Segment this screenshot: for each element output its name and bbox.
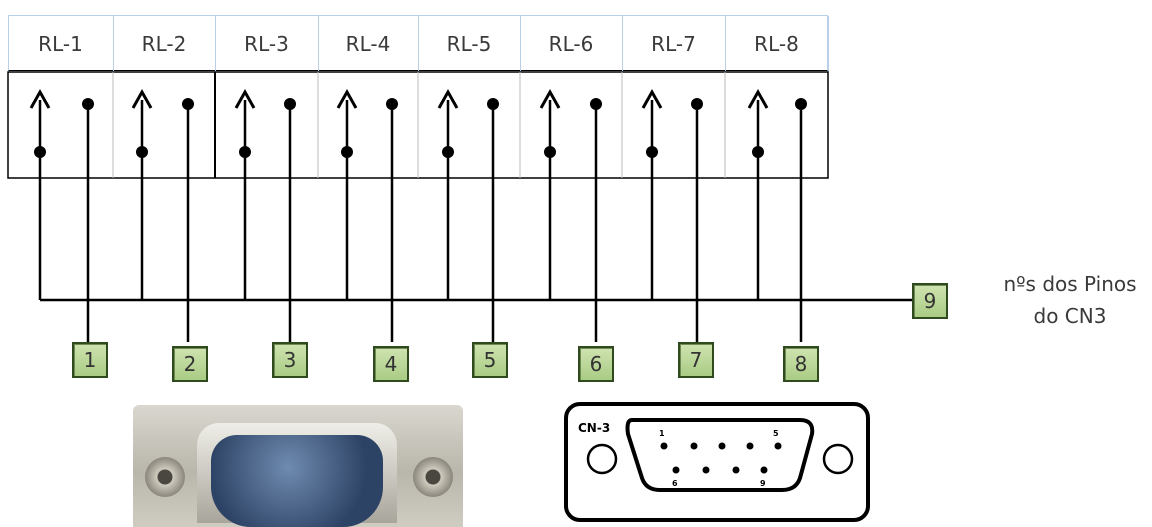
- cn3-d-shell: [625, 418, 815, 492]
- pin-box-common-label: 9: [923, 289, 937, 313]
- common-dot-7: [646, 146, 658, 158]
- contact-arrow-2: [131, 88, 153, 109]
- contact-arrow-1: [29, 88, 51, 109]
- photo-screw-right: [413, 457, 453, 497]
- relay-label-7: RL-7: [622, 16, 726, 72]
- cn3-outline: [564, 402, 870, 522]
- cn3-pin-top-3: [718, 442, 726, 450]
- pin-box-4: 4: [373, 346, 409, 382]
- relay-label-3: RL-3: [215, 16, 319, 72]
- cn3-mount-hole-left: [586, 443, 618, 475]
- pin-box-6: 6: [578, 346, 614, 382]
- cn3-pin-bottom-3: [732, 466, 740, 474]
- wires: [29, 88, 912, 342]
- cn3-label: CN-3: [578, 421, 610, 435]
- db9-connector-photo: [133, 405, 463, 527]
- pin-box-3: 3: [272, 342, 308, 378]
- contact-arrow-3: [234, 88, 256, 109]
- relay-blocks: [7, 71, 829, 179]
- cn3-pin-bottom-4: [760, 466, 768, 474]
- contact-arrow-8: [747, 88, 769, 109]
- common-dot-6: [544, 146, 556, 158]
- pin-box-common: 9: [912, 283, 948, 319]
- cn3-pin-bottom-1: [672, 466, 680, 474]
- pin-box-8: 8: [783, 346, 819, 382]
- cn3-pin-top-2: [690, 442, 698, 450]
- common-dot-1: [34, 146, 46, 158]
- contact-arrow-6: [539, 88, 561, 109]
- common-dot-5: [442, 146, 454, 158]
- photo-plug: [211, 435, 383, 527]
- relay-label-2: RL-2: [113, 16, 216, 72]
- relay-label-4: RL-4: [318, 16, 419, 72]
- cn3-pin-label-5: 5: [773, 429, 779, 438]
- common-dot-4: [341, 146, 353, 158]
- photo-screw-left: [145, 457, 185, 497]
- relay-label-5: RL-5: [418, 16, 521, 72]
- legend-line-1: nºs dos Pinos: [1003, 272, 1137, 296]
- relay-label-6: RL-6: [520, 16, 623, 72]
- cn3-pin-bottom-2: [702, 466, 710, 474]
- contact-arrow-4: [336, 88, 358, 109]
- common-dot-8: [752, 146, 764, 158]
- legend-line-2: do CN3: [1033, 304, 1107, 328]
- pin-box-1: 1: [72, 342, 108, 378]
- cn3-pin-label-6: 6: [672, 479, 678, 488]
- cn3-pin-label-1: 1: [659, 429, 665, 438]
- pin-box-7: 7: [678, 342, 714, 378]
- cn3-mount-hole-right: [822, 443, 854, 475]
- legend: nºs dos Pinos do CN3: [985, 268, 1152, 332]
- cn3-pin-top-4: [746, 442, 754, 450]
- common-dot-3: [239, 146, 251, 158]
- contact-arrow-7: [641, 88, 663, 109]
- cn3-pin-top-1: [660, 442, 668, 450]
- relay-label-1: RL-1: [8, 16, 114, 72]
- cn3-connector-drawing: CN-3 1 5 6 9: [564, 402, 870, 522]
- cn3-pin-label-9: 9: [760, 479, 766, 488]
- contact-arrow-5: [437, 88, 459, 109]
- pin-box-2: 2: [172, 346, 208, 382]
- cn3-pin-top-5: [774, 442, 782, 450]
- common-dot-2: [136, 146, 148, 158]
- relay-label-8: RL-8: [725, 16, 829, 72]
- pin-box-5: 5: [472, 342, 508, 378]
